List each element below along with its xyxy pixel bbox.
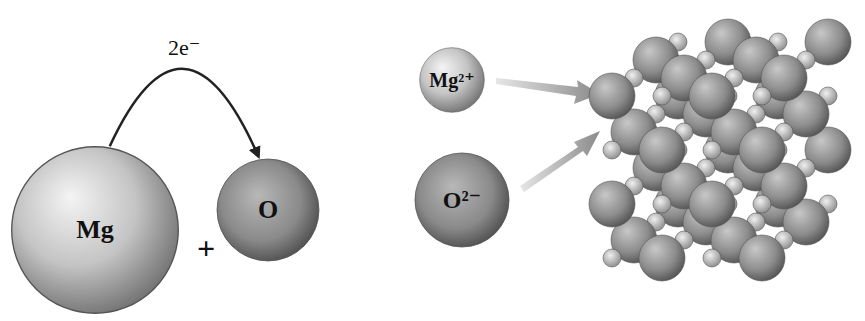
transfer-arrow [520, 131, 600, 192]
magnesium-ion-sphere [603, 141, 621, 159]
magnesium-ion-sphere [703, 249, 721, 267]
electron-transfer-arrow [110, 69, 259, 157]
oxide-ion-sphere [689, 73, 735, 119]
magnesium-ion-sphere [653, 195, 671, 213]
atom-symbol: O [258, 197, 278, 223]
atom-symbol: O²⁻ [443, 188, 482, 212]
ion-sphere: Mg²⁺ [419, 47, 485, 113]
crystal-lattice [589, 19, 851, 281]
atom-symbol: Mg²⁺ [429, 70, 474, 90]
transfer-arrow [496, 78, 600, 104]
electron-label: 2e⁻ [166, 37, 202, 59]
oxide-ion-sphere [739, 235, 785, 281]
magnesium-ion-sphere [653, 87, 671, 105]
magnesium-ion-sphere [603, 249, 621, 267]
ion-sphere: O²⁻ [414, 152, 510, 248]
plus-sign: + [197, 232, 215, 264]
magnesium-ion-sphere [703, 141, 721, 159]
oxide-ion-sphere [689, 181, 735, 227]
oxide-ion-sphere [639, 127, 685, 173]
oxide-ion-sphere [739, 127, 785, 173]
atom-sphere: O [216, 158, 320, 262]
atom-symbol: Mg [76, 217, 114, 243]
oxide-ion-sphere [589, 181, 635, 227]
oxide-ion-sphere [589, 73, 635, 119]
atom-sphere: Mg [10, 145, 180, 315]
magnesium-ion-sphere [753, 87, 771, 105]
oxide-ion-sphere [639, 235, 685, 281]
magnesium-ion-sphere [753, 195, 771, 213]
